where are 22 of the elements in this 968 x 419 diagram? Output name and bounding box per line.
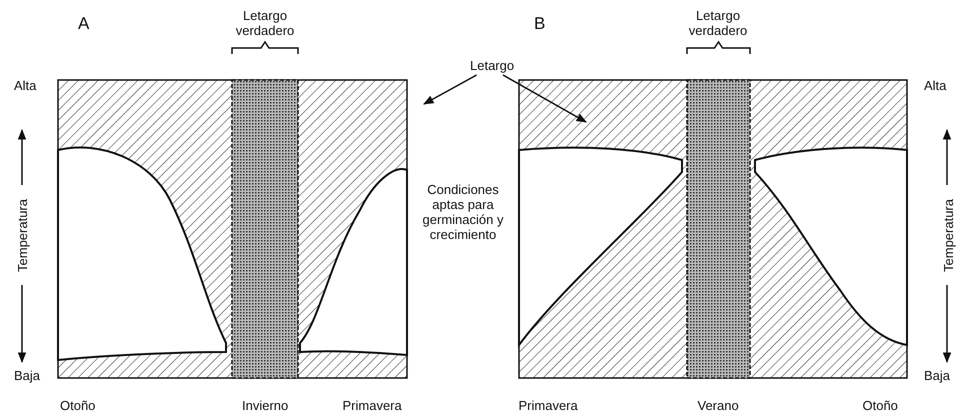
season-label: Verano [698,398,739,413]
callout-label: Letargo [470,58,514,73]
axis-label: Alta [924,78,946,93]
dormancy-region-drawing [518,79,908,379]
band-label: Letargo verdadero [688,8,748,38]
leader-line [502,74,587,123]
region-label: Condiciones aptas para germinación y crecimiento [422,182,504,242]
axis-label: Baja [924,368,950,383]
axis-label: Baja [14,368,40,383]
dormancy-region-drawing [57,79,408,379]
season-label: Primavera [518,398,578,413]
season-label: Otoño [862,398,898,413]
band-label: Letargo verdadero [234,8,296,38]
panel-letter: B [534,16,546,31]
axis-title: Temperatura [14,198,30,272]
season-label: Otoño [60,398,96,413]
leader-line [423,74,477,105]
axis-label: Alta [14,78,36,93]
season-label: Invierno [242,398,288,413]
panel-letter: A [78,16,90,31]
season-label: Primavera [342,398,402,413]
axis-title: Temperatura [940,198,956,272]
